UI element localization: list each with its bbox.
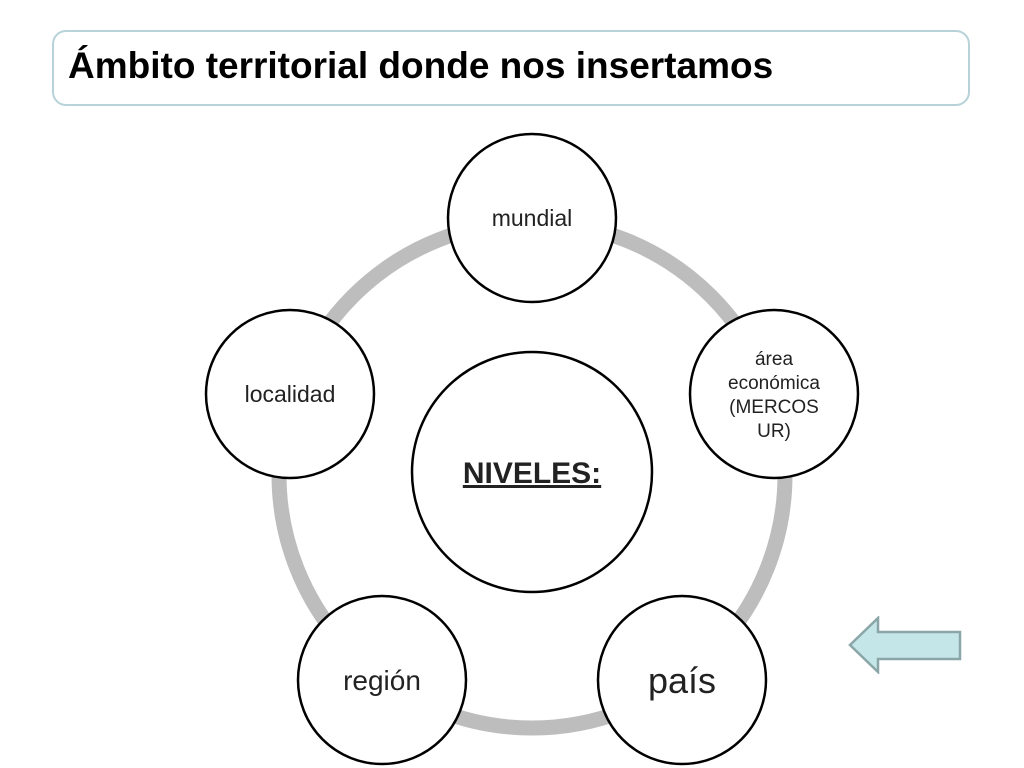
node-localidad-label: localidad [245, 381, 336, 407]
node-pais: país [596, 594, 768, 766]
page-title: Ámbito territorial donde nos insertamos [68, 45, 774, 86]
node-area-label-line1: área [755, 349, 793, 370]
node-region-label: región [343, 665, 421, 696]
node-area-economica: área económica (MERCOS UR) [688, 308, 860, 480]
center-label: NIVELES: [463, 457, 601, 490]
node-region: región [296, 594, 468, 766]
node-mundial-label: mundial [492, 205, 573, 231]
node-mundial: mundial [446, 132, 618, 304]
title-box: Ámbito territorial donde nos insertamos [52, 30, 970, 106]
center-node: NIVELES: [410, 350, 654, 594]
node-area-label-line3: (MERCOS [729, 397, 819, 418]
left-arrow-icon [848, 616, 962, 674]
node-area-label-line4: UR) [757, 421, 791, 442]
back-arrow-button[interactable] [848, 616, 964, 674]
node-localidad: localidad [204, 308, 376, 480]
node-area-label-line2: económica [728, 373, 820, 394]
node-pais-label: país [648, 660, 716, 701]
